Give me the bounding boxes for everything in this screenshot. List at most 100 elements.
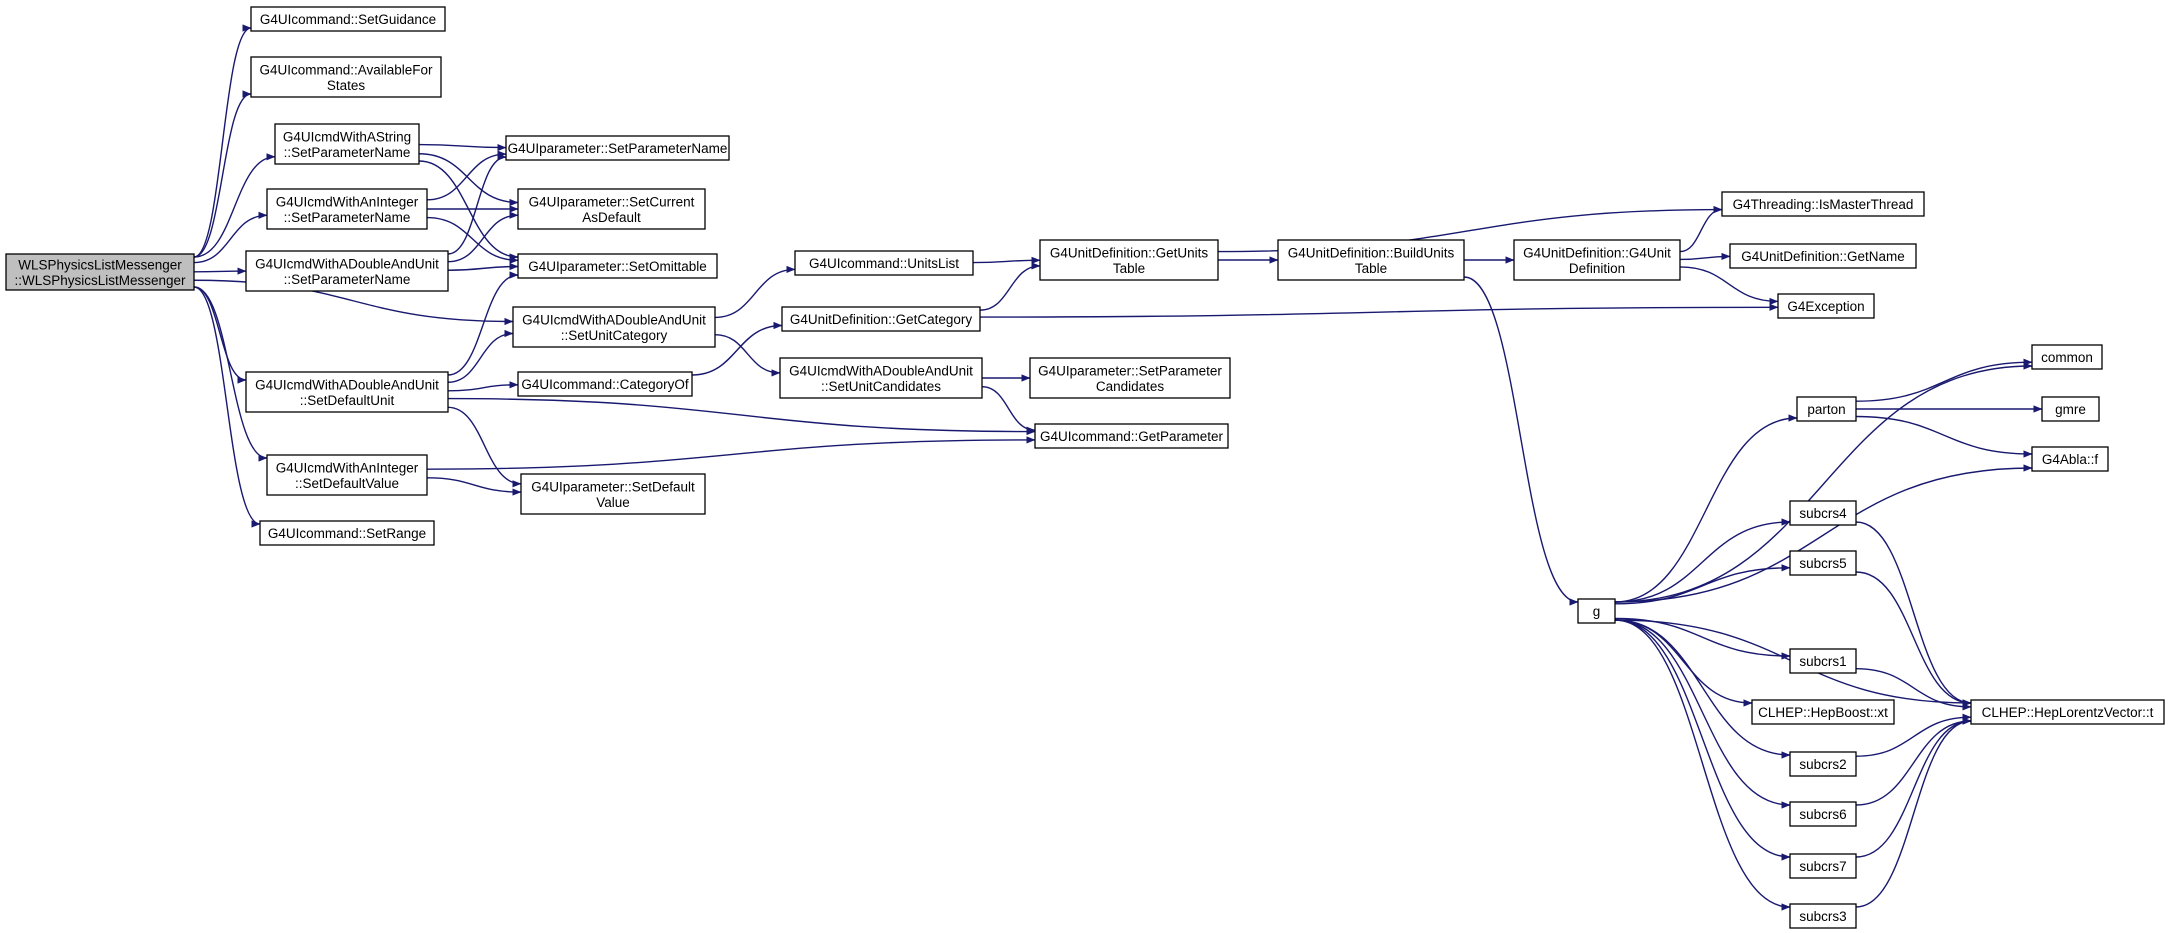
- node-paramSetOmit[interactable]: G4UIparameter::SetOmittable: [517, 253, 718, 279]
- node-setGuidance[interactable]: G4UIcommand::SetGuidance: [250, 6, 446, 32]
- node-label: subcrs6: [1799, 807, 1846, 822]
- edge-intSetDefVal-to-getParameter: [426, 436, 1036, 470]
- edge-g4unitdef-to-getName: [1679, 252, 1731, 261]
- edge-subcrs1-to-hepLorentz: [1855, 667, 1972, 711]
- edge-intSetParam-to-paramSetOmit: [426, 216, 519, 264]
- node-label: G4UnitDefinition::BuildUnits: [1288, 245, 1455, 260]
- node-label: G4UIcmdWithADoubleAndUnit: [255, 377, 439, 392]
- node-label: AsDefault: [582, 210, 641, 225]
- node-hepLorentz[interactable]: CLHEP::HepLorentzVector::t: [1970, 699, 2165, 725]
- node-box: [517, 253, 718, 279]
- node-label: Table: [1355, 261, 1387, 276]
- node-label: G4UIcmdWithADoubleAndUnit: [789, 363, 973, 378]
- node-dauSetUnitCand[interactable]: G4UIcmdWithADoubleAndUnit::SetUnitCandid…: [779, 357, 983, 399]
- node-label: G4UIcommand::UnitsList: [809, 256, 959, 271]
- node-label: ::SetDefaultUnit: [300, 393, 395, 408]
- node-box: [259, 520, 435, 546]
- node-intSetDefVal[interactable]: G4UIcmdWithAnInteger::SetDefaultValue: [266, 454, 428, 496]
- node-subcrs7[interactable]: subcrs7: [1789, 853, 1857, 879]
- edge-subcrs4-to-hepLorentz: [1855, 521, 1972, 707]
- node-box: [1789, 550, 1857, 576]
- node-paramSetDefault[interactable]: G4UIparameter::SetDefaultValue: [520, 473, 706, 515]
- node-label: parton: [1807, 402, 1845, 417]
- edge-g-to-ablaf: [1614, 464, 2033, 603]
- node-box: [1789, 648, 1857, 674]
- node-getName[interactable]: G4UnitDefinition::GetName: [1729, 243, 1917, 269]
- edge-dauSetParam-to-paramSetOmit: [447, 262, 519, 271]
- node-label: g: [1593, 604, 1601, 619]
- node-subcrs6[interactable]: subcrs6: [1789, 801, 1857, 827]
- node-label: G4UnitDefinition::G4Unit: [1523, 245, 1671, 260]
- node-label: G4UIcmdWithADoubleAndUnit: [255, 256, 439, 271]
- node-getCategory[interactable]: G4UnitDefinition::GetCategory: [781, 306, 981, 332]
- node-label: G4Threading::IsMasterThread: [1733, 197, 1914, 212]
- node-unitsList[interactable]: G4UIcommand::UnitsList: [794, 250, 974, 276]
- edge-g-to-subcrs3: [1614, 619, 1791, 911]
- edge-categoryOf-to-getCategory: [691, 321, 783, 376]
- edge-dauSetDefUnit-to-getParameter: [447, 397, 1036, 436]
- node-categoryOf[interactable]: G4UIcommand::CategoryOf: [517, 371, 693, 397]
- edge-intSetParam-to-paramSetName: [426, 150, 507, 201]
- node-subcrs1[interactable]: subcrs1: [1789, 648, 1857, 674]
- node-box: [1577, 598, 1616, 624]
- node-label: gmre: [2055, 402, 2086, 417]
- node-subcrs4[interactable]: subcrs4: [1789, 500, 1857, 526]
- node-g4exception[interactable]: G4Exception: [1777, 293, 1875, 319]
- node-label: CLHEP::HepBoost::xt: [1758, 705, 1888, 720]
- node-getParameter[interactable]: G4UIcommand::GetParameter: [1034, 423, 1229, 449]
- node-box: [1789, 903, 1857, 929]
- node-label: subcrs1: [1799, 654, 1846, 669]
- node-parton[interactable]: parton: [1796, 396, 1857, 422]
- node-label: G4UIcommand::GetParameter: [1040, 429, 1224, 444]
- node-g4unitdef[interactable]: G4UnitDefinition::G4UnitDefinition: [1513, 239, 1681, 281]
- edge-subcrs3-to-hepLorentz: [1855, 717, 1972, 908]
- edge-intSetDefVal-to-paramSetDefault: [426, 477, 522, 496]
- edge-dauSetParam-to-paramSetName: [447, 153, 507, 255]
- node-box: [1277, 239, 1465, 281]
- node-label: ::SetParameterName: [284, 145, 411, 160]
- node-box: [517, 371, 693, 397]
- node-subcrs3[interactable]: subcrs3: [1789, 903, 1857, 929]
- node-label: common: [2041, 350, 2093, 365]
- node-box: [1796, 396, 1857, 422]
- node-intSetParam[interactable]: G4UIcmdWithAnInteger::SetParameterName: [266, 188, 428, 230]
- node-strSetParam[interactable]: G4UIcmdWithAString::SetParameterName: [274, 123, 420, 165]
- node-dauSetDefUnit[interactable]: G4UIcmdWithADoubleAndUnit::SetDefaultUni…: [245, 371, 449, 413]
- node-isMaster[interactable]: G4Threading::IsMasterThread: [1721, 191, 1925, 217]
- node-label: G4UIcmdWithADoubleAndUnit: [522, 312, 706, 327]
- node-paramSetName[interactable]: G4UIparameter::SetParameterName: [505, 135, 730, 161]
- node-ablaf[interactable]: G4Abla::f: [2031, 446, 2109, 472]
- node-box: [2031, 446, 2109, 472]
- node-setRange[interactable]: G4UIcommand::SetRange: [259, 520, 435, 546]
- node-box: [781, 306, 981, 332]
- node-box: [1970, 699, 2165, 725]
- node-label: ::SetUnitCategory: [561, 328, 668, 343]
- node-root[interactable]: WLSPhysicsListMessenger::WLSPhysicsListM…: [5, 253, 195, 291]
- node-subcrs2[interactable]: subcrs2: [1789, 751, 1857, 777]
- node-label: ::SetDefaultValue: [295, 476, 399, 491]
- node-dauSetParam[interactable]: G4UIcmdWithADoubleAndUnit::SetParameterN…: [245, 250, 449, 292]
- node-label: subcrs2: [1799, 757, 1846, 772]
- node-label: G4UIparameter::SetParameter: [1038, 363, 1222, 378]
- edge-dauSetDefUnit-to-dauSetUnitCat: [447, 329, 514, 383]
- node-box: [245, 250, 449, 292]
- node-box: [1034, 423, 1229, 449]
- node-common[interactable]: common: [2031, 344, 2103, 370]
- node-box: [1721, 191, 1925, 217]
- node-hepBoost[interactable]: CLHEP::HepBoost::xt: [1751, 699, 1895, 725]
- node-subcrs5[interactable]: subcrs5: [1789, 550, 1857, 576]
- edge-g-to-subcrs4: [1614, 518, 1791, 603]
- node-g[interactable]: g: [1577, 598, 1616, 624]
- node-label: G4UIparameter::SetParameterName: [508, 141, 728, 156]
- edge-root-to-availableFor: [193, 90, 252, 258]
- node-label: Table: [1113, 261, 1145, 276]
- node-dauSetUnitCat[interactable]: G4UIcmdWithADoubleAndUnit::SetUnitCatego…: [512, 306, 716, 348]
- node-gmre[interactable]: gmre: [2041, 396, 2100, 422]
- node-label: CLHEP::HepLorentzVector::t: [1982, 705, 2154, 720]
- edge-dauSetUnitCat-to-dauSetUnitCand: [714, 333, 781, 377]
